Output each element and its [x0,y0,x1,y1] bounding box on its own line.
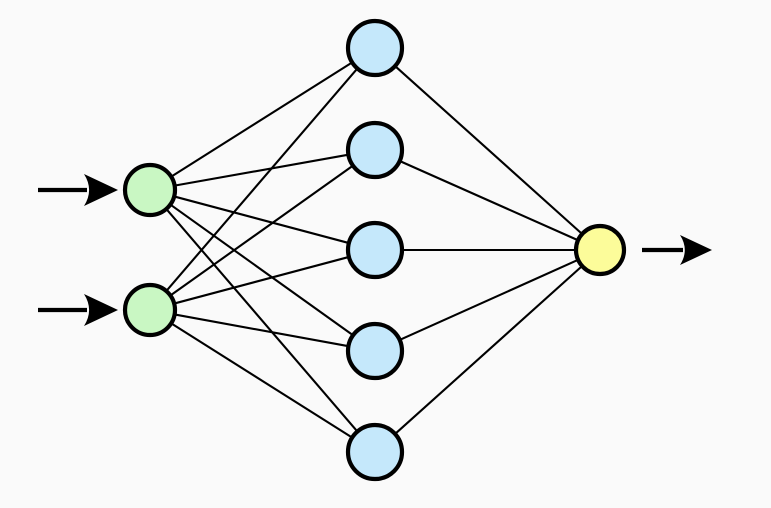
node-h5[interactable] [345,422,405,482]
network-nodes [122,18,627,482]
input-arrow-2-head [84,294,118,326]
edge-i2-h1 [164,66,360,293]
output-arrow-1-head [680,235,712,265]
io-arrows [38,174,712,326]
edge-h1-o1 [393,64,584,236]
edge-h2-o1 [397,159,580,242]
input-arrow-1-head [84,174,118,206]
edge-i1-h2 [172,153,351,187]
edge-i1-h3 [172,195,351,245]
node-o1[interactable] [573,223,627,277]
node-h3[interactable] [345,220,405,280]
edge-i2-h3 [172,255,351,305]
node-h4[interactable] [345,321,405,381]
edge-h5-o1 [393,264,584,436]
edge-i2-h2 [168,163,355,298]
edge-i2-h4 [172,313,351,348]
connection-edges [164,60,584,440]
edge-h4-o1 [397,258,580,342]
edge-i2-h5 [169,321,354,440]
edge-i1-h4 [168,202,355,338]
node-h2[interactable] [345,120,405,180]
node-i1[interactable] [122,162,178,218]
node-i2[interactable] [122,282,178,338]
node-h1[interactable] [345,18,405,78]
edge-i1-h5 [164,207,360,434]
edge-i1-h1 [169,60,354,179]
